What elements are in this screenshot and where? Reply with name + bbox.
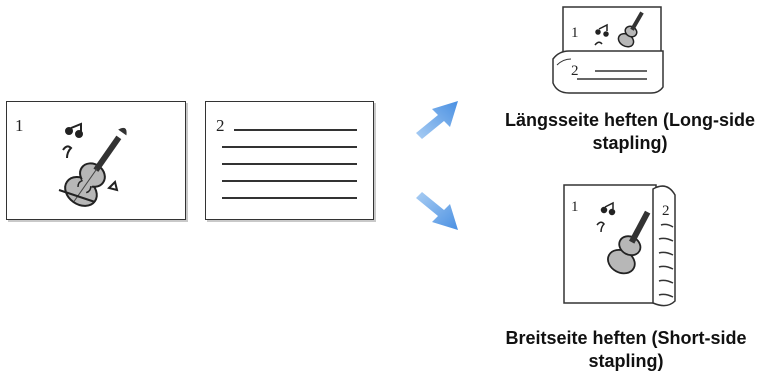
long-side-stapling-illustration: 1 2 [551, 5, 671, 95]
short-side-stapling-illustration: 1 2 [561, 181, 681, 311]
music-note-icon [62, 122, 119, 192]
violin-icon [58, 122, 127, 207]
page-one-number: 1 [15, 116, 24, 135]
long-side-back-number: 2 [571, 63, 579, 79]
page-one: 1 [6, 101, 186, 220]
short-side-front-number: 1 [571, 199, 579, 215]
short-side-back-number: 2 [662, 203, 670, 219]
page-two-number: 2 [216, 116, 225, 135]
text-lines [222, 129, 357, 199]
arrow-down-right-icon [416, 192, 458, 230]
arrow-up-right-icon [416, 101, 458, 139]
page-two: 2 [205, 101, 374, 220]
long-side-caption: Längsseite heften (Long-side stapling) [504, 110, 756, 153]
short-side-caption: Breitseite heften (Short-side stapling) [505, 328, 747, 371]
long-side-front-number: 1 [571, 25, 579, 41]
